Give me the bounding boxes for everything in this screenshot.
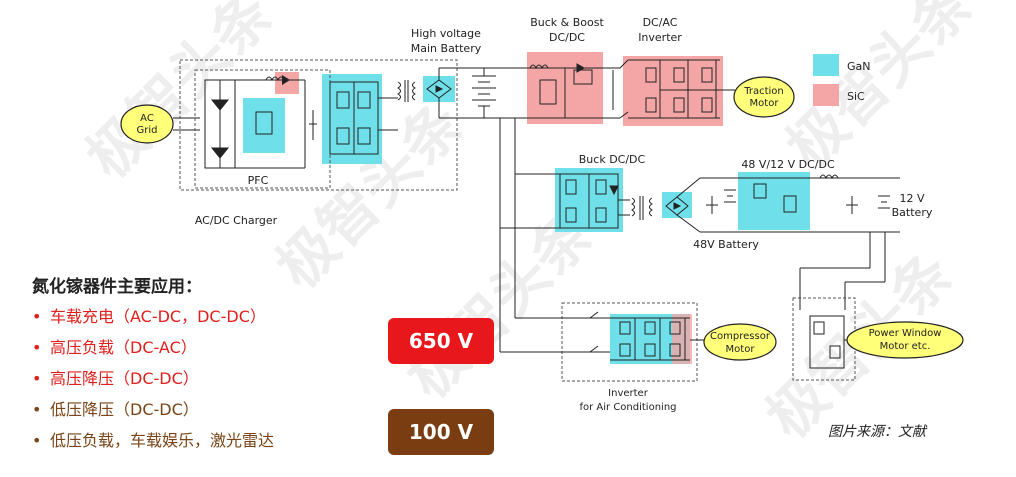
usage-item: • 高压负载（DC-AC）: [32, 332, 274, 363]
battery-12v-label: 12 V: [899, 192, 924, 205]
sic-highlight-pfc-diode: [275, 72, 299, 94]
usage-title: 氮化镓器件主要应用：: [32, 277, 202, 297]
acdc-charger-box: [179, 59, 458, 191]
ac-grid-bubble: [120, 104, 174, 144]
traction-motor-label: Traction: [743, 86, 784, 97]
pfc-box: [194, 69, 331, 189]
compressor-motor-label: Motor: [726, 344, 756, 355]
sic-highlight-traction-inverter: [623, 56, 723, 126]
sic-highlight-ac-inverter: [672, 314, 692, 364]
traction-inverter: [628, 59, 735, 119]
hv-battery-label: Main Battery: [411, 42, 482, 55]
gan-highlight-48-12-dcdc: [738, 172, 810, 230]
charger-full-bridge: [329, 81, 398, 155]
ac-inverter: [589, 311, 706, 361]
ac-inverter-label: for Air Conditioning: [579, 402, 676, 413]
dcac-label: DC/AC: [643, 16, 678, 29]
legend-sic-swatch: [813, 84, 839, 106]
voltage-badge-100: 100 V: [388, 409, 494, 455]
compressor-motor-label: Compressor: [710, 331, 771, 342]
usage-item: • 车载充电（AC-DC，DC-DC）: [32, 301, 274, 332]
bullet-icon: •: [32, 338, 42, 357]
usage-list: 氮化镓器件主要应用： • 车载充电（AC-DC，DC-DC） • 高压负载（DC-AC…: [32, 272, 274, 456]
battery-12v-label: Battery: [892, 206, 933, 219]
bullet-icon: •: [32, 307, 42, 326]
usage-item-text: 高压负载（DC-AC）: [50, 338, 197, 357]
usage-item-text: 车载充电（AC-DC，DC-DC）: [50, 307, 266, 326]
dcdc-48-12-label: 48 V/12 V DC/DC: [741, 158, 835, 171]
hv-battery: [439, 67, 515, 119]
usage-item-text: 低压负载，车载娱乐，激光雷达: [50, 431, 275, 450]
bullet-icon: •: [32, 400, 42, 419]
power-window-label: Motor etc.: [880, 341, 931, 352]
ac-grid-label: Grid: [137, 125, 158, 136]
buck-boost-label: DC/DC: [549, 31, 585, 44]
buck-dcdc-label: Buck DC/DC: [579, 153, 646, 166]
pfc-label: PFC: [248, 174, 269, 187]
usage-item-text: 高压降压（DC-DC）: [50, 369, 199, 388]
ac-inverter-box: [561, 302, 698, 382]
gan-highlight-charger-bridge: [322, 74, 382, 164]
power-window-label: Power Window: [869, 328, 942, 339]
usage-item-text: 低压降压（DC-DC）: [50, 400, 199, 419]
gan-highlight-pfc: [243, 98, 285, 153]
voltage-badge-650: 650 V: [388, 318, 494, 364]
hv-battery-label: High voltage: [411, 27, 481, 40]
usage-item: • 低压降压（DC-DC）: [32, 394, 274, 425]
traction-motor-bubble: [733, 76, 795, 118]
usage-item: • 高压降压（DC-DC）: [32, 363, 274, 394]
pfc-bridge: [204, 79, 317, 169]
dcac-label: Inverter: [638, 31, 682, 44]
legend-sic-label: SiC: [847, 90, 865, 103]
buck-dcdc: [559, 173, 630, 229]
ac-inverter-label: Inverter: [608, 388, 649, 399]
ac-grid-label: AC: [140, 113, 154, 124]
battery-48v-label: 48V Battery: [693, 238, 759, 251]
usage-item: • 低压负载，车载娱乐，激光雷达: [32, 425, 274, 456]
legend-gan-label: GaN: [847, 60, 871, 73]
compressor-motor-bubble: [703, 323, 777, 361]
source-caption: 图片来源：文献: [828, 424, 926, 440]
acdc-charger-label: AC/DC Charger: [195, 214, 278, 227]
legend-gan-swatch: [813, 54, 839, 76]
traction-motor-label: Motor: [750, 98, 780, 109]
buck-boost-label: Buck & Boost: [530, 16, 604, 29]
bullet-icon: •: [32, 369, 42, 388]
bullet-icon: •: [32, 431, 42, 450]
power-window-bubble: [846, 321, 964, 359]
